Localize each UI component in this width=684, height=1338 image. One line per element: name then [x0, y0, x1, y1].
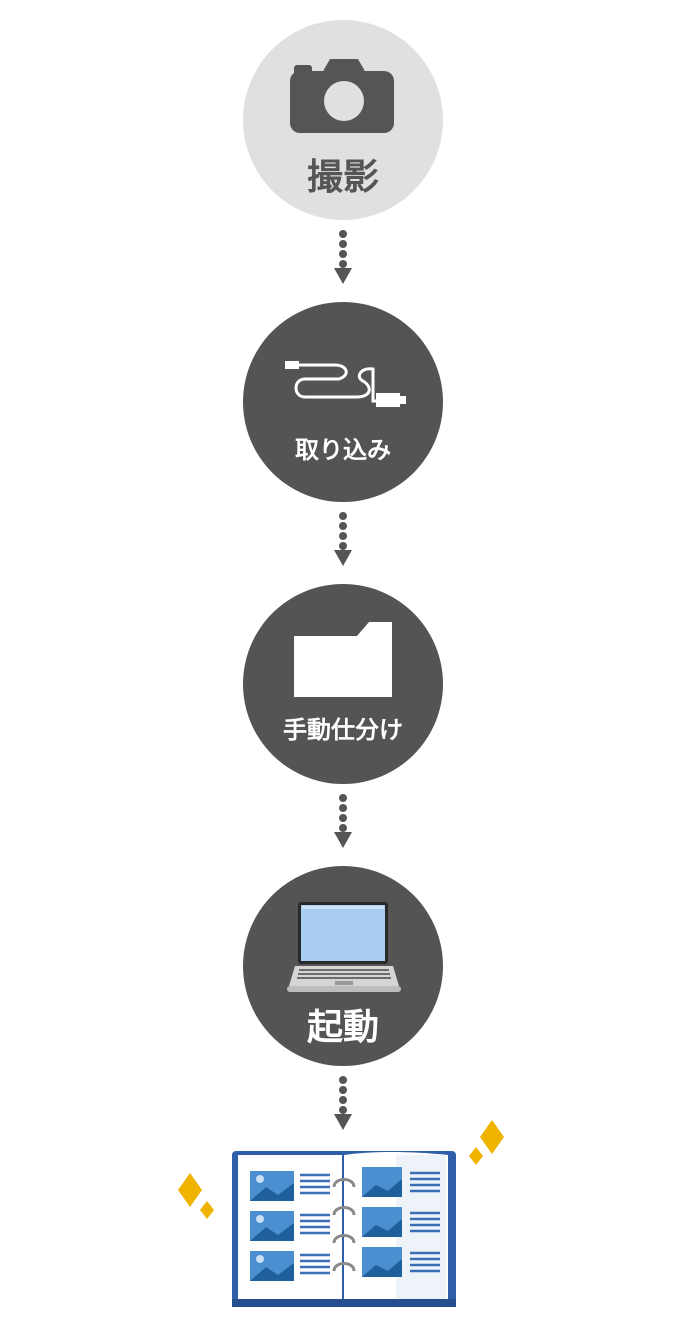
step-label: 撮影 — [306, 157, 379, 198]
step-import: 取り込み — [243, 302, 443, 502]
photo-album-icon — [178, 1120, 504, 1307]
laptop-icon — [287, 902, 401, 992]
usb-cable-icon — [285, 361, 406, 407]
folder-icon — [294, 622, 392, 697]
dotted-arrow — [334, 512, 352, 566]
step-label: 起動 — [306, 1007, 379, 1048]
step-label: 手動仕分け — [283, 716, 403, 744]
dotted-arrow — [334, 794, 352, 848]
step-launch: 起動 — [243, 866, 443, 1066]
dotted-arrow — [334, 1076, 352, 1130]
step-manual-sort: 手動仕分け — [243, 584, 443, 784]
sparkle-icon — [178, 1120, 504, 1219]
dotted-arrow — [334, 230, 352, 284]
step-label: 取り込み — [295, 436, 391, 464]
step-shoot: 撮影 — [243, 20, 443, 220]
camera-icon — [290, 59, 394, 133]
